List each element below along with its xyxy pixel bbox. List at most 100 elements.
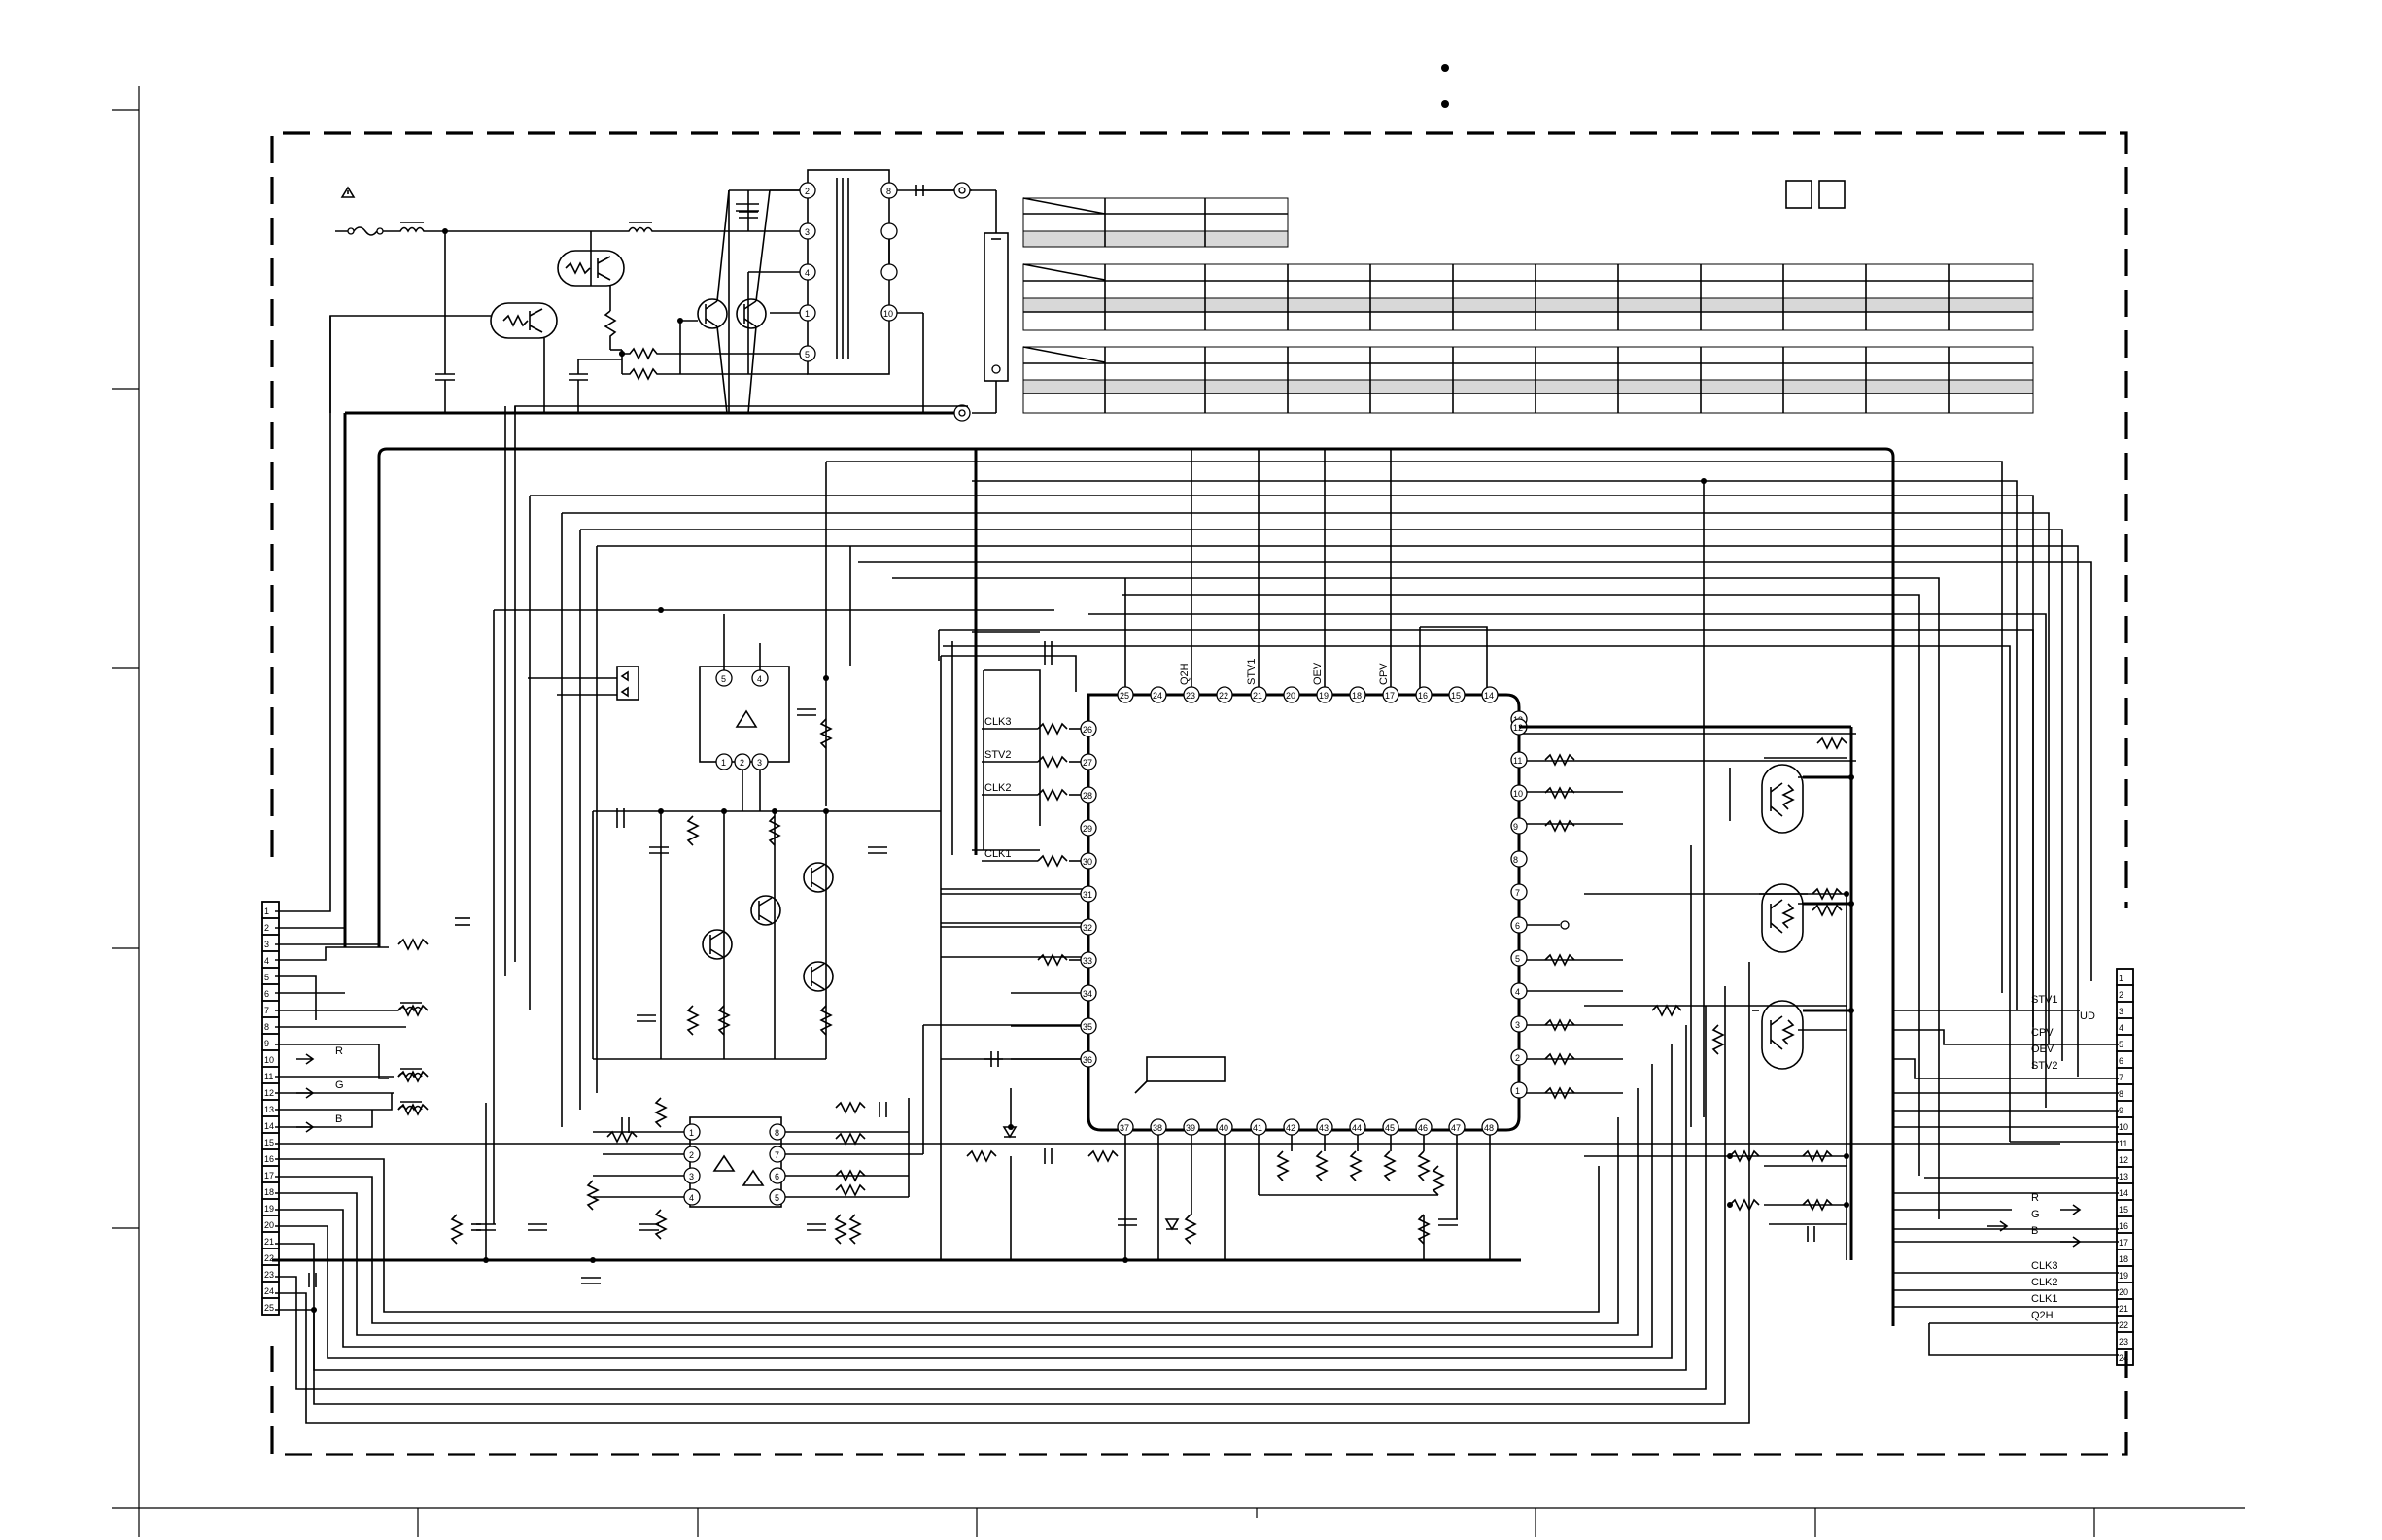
right-connector-pin-number: 6: [2119, 1056, 2123, 1066]
left-connector-pin-number: 8: [264, 1022, 269, 1032]
right-connector-pin-number: 14: [2119, 1188, 2128, 1198]
svg-text:20: 20: [1286, 691, 1295, 701]
svg-text:42: 42: [1286, 1123, 1295, 1133]
right-connector-pin-number: 10: [2119, 1122, 2128, 1132]
svg-text:46: 46: [1418, 1123, 1428, 1133]
svg-text:18: 18: [1352, 691, 1362, 701]
passive-components: [296, 203, 2082, 1287]
svg-text:5: 5: [1515, 954, 1520, 964]
left-connector-pin-number: 18: [264, 1187, 274, 1197]
right-connector-pin-number: 13: [2119, 1172, 2128, 1181]
left-connector-pin-number: 21: [264, 1237, 274, 1247]
svg-text:6: 6: [775, 1172, 779, 1181]
svg-text:CLK1: CLK1: [2031, 1293, 2058, 1305]
left-connector-pin-number: 20: [264, 1220, 274, 1230]
svg-text:R: R: [335, 1045, 343, 1057]
svg-text:1: 1: [721, 758, 726, 768]
svg-text:29: 29: [1083, 824, 1092, 834]
svg-text:19: 19: [1319, 691, 1329, 701]
svg-text:2: 2: [805, 187, 810, 196]
main-ic-right-pins: 12 11 10 9 8 7 6 5 4 3 2 1: [1510, 718, 1570, 1099]
left-connector-pin-number: 19: [264, 1204, 274, 1214]
svg-text:35: 35: [1083, 1022, 1092, 1032]
svg-text:43: 43: [1319, 1123, 1329, 1133]
right-connector-pin-number: 16: [2119, 1221, 2128, 1231]
left-connector-pin-number: 5: [264, 973, 269, 982]
svg-text:36: 36: [1083, 1055, 1092, 1065]
svg-text:27: 27: [1083, 758, 1092, 768]
output-transistors: [1519, 725, 1853, 1260]
right-connector-pin-number: 15: [2119, 1205, 2128, 1215]
svg-text:10: 10: [883, 309, 893, 319]
svg-text:10: 10: [1513, 789, 1523, 799]
svg-text:STV1: STV1: [2031, 994, 2058, 1006]
main-ic-inner-box: [1146, 1056, 1226, 1082]
svg-text:17: 17: [1385, 691, 1395, 701]
op-amp-ic: 1 2 3 4 8 7 6 5: [593, 1024, 1088, 1260]
right-connector-pin-number: 18: [2119, 1254, 2128, 1264]
svg-text:47: 47: [1451, 1123, 1461, 1133]
svg-text:11: 11: [1513, 756, 1522, 766]
opto-ic: 5 4 1 2 3: [699, 614, 790, 811]
svg-text:33: 33: [1083, 956, 1092, 966]
svg-text:3: 3: [805, 227, 810, 237]
left-connector-pin-number: 15: [264, 1138, 274, 1147]
left-connector-pin-number: 16: [264, 1154, 274, 1164]
svg-text:CLK2: CLK2: [984, 782, 1012, 794]
svg-text:12: 12: [1513, 723, 1523, 733]
spec-table-small: [1022, 197, 1289, 248]
svg-text:44: 44: [1352, 1123, 1362, 1133]
svg-text:3: 3: [689, 1172, 694, 1181]
left-connector-pin-number: 9: [264, 1039, 269, 1048]
svg-text:31: 31: [1083, 890, 1092, 900]
driver-transistors: [592, 810, 941, 1060]
right-connector-pin-number: 24: [2119, 1353, 2128, 1363]
svg-text:48: 48: [1484, 1123, 1494, 1133]
svg-text:28: 28: [1083, 791, 1092, 801]
svg-text:CLK1: CLK1: [984, 848, 1012, 860]
svg-text:G: G: [335, 1079, 344, 1091]
svg-text:B: B: [2031, 1225, 2038, 1237]
inverter-circuit: 2 3 4 1 5 8 10: [329, 169, 1009, 947]
junction-dots: [311, 351, 1854, 1313]
left-connector: 1234567891011121314151617181920212223242…: [261, 901, 344, 1316]
svg-text:1: 1: [1515, 1086, 1520, 1096]
spec-table-1: [1022, 263, 2034, 331]
svg-text:Q2H: Q2H: [2031, 1310, 2054, 1321]
left-connector-pin-number: 14: [264, 1121, 274, 1131]
left-connector-pin-number: 7: [264, 1006, 269, 1015]
reference-box: [1818, 180, 1846, 209]
svg-text:4: 4: [689, 1193, 694, 1203]
svg-text:2: 2: [689, 1150, 694, 1160]
left-connector-pin-number: 23: [264, 1270, 274, 1280]
left-connector-pin-number: 24: [264, 1286, 274, 1296]
right-connector-pin-number: 7: [2119, 1073, 2123, 1082]
svg-text:8: 8: [1513, 855, 1518, 865]
left-connector-pin-number: 4: [264, 956, 269, 966]
svg-text:45: 45: [1385, 1123, 1395, 1133]
transformer-pins: 2 3 4 1 5 8 10: [799, 182, 898, 362]
svg-text:9: 9: [1513, 822, 1518, 832]
left-connector-pin-number: 17: [264, 1171, 274, 1181]
svg-text:24: 24: [1153, 691, 1162, 701]
svg-text:R: R: [2031, 1192, 2039, 1204]
svg-text:30: 30: [1083, 857, 1092, 867]
right-connector-pin-cell: [2116, 1348, 2134, 1366]
svg-text:CLK3: CLK3: [2031, 1260, 2058, 1272]
right-connector-pin-number: 4: [2119, 1023, 2123, 1033]
left-connector-pin-number: 13: [264, 1105, 274, 1114]
right-connector-pin-number: 22: [2119, 1320, 2128, 1330]
spec-table-2: [1022, 346, 2034, 414]
svg-text:8: 8: [886, 187, 891, 196]
svg-text:14: 14: [1484, 691, 1494, 701]
svg-text:OEV: OEV: [1312, 662, 1324, 685]
svg-text:7: 7: [775, 1150, 779, 1160]
left-connector-pin-number: 12: [264, 1088, 274, 1098]
main-ic-bottom-pins: 37 38 39 40 41 42 43 44 45 46 47 48: [1117, 1118, 1499, 1260]
svg-text:B: B: [335, 1113, 342, 1125]
left-connector-pin-number: 1: [264, 907, 269, 916]
signal-wiring: [275, 316, 2119, 1424]
svg-text:7: 7: [1515, 888, 1520, 898]
svg-text:5: 5: [805, 350, 810, 359]
left-connector-pin-number: 11: [264, 1072, 273, 1081]
